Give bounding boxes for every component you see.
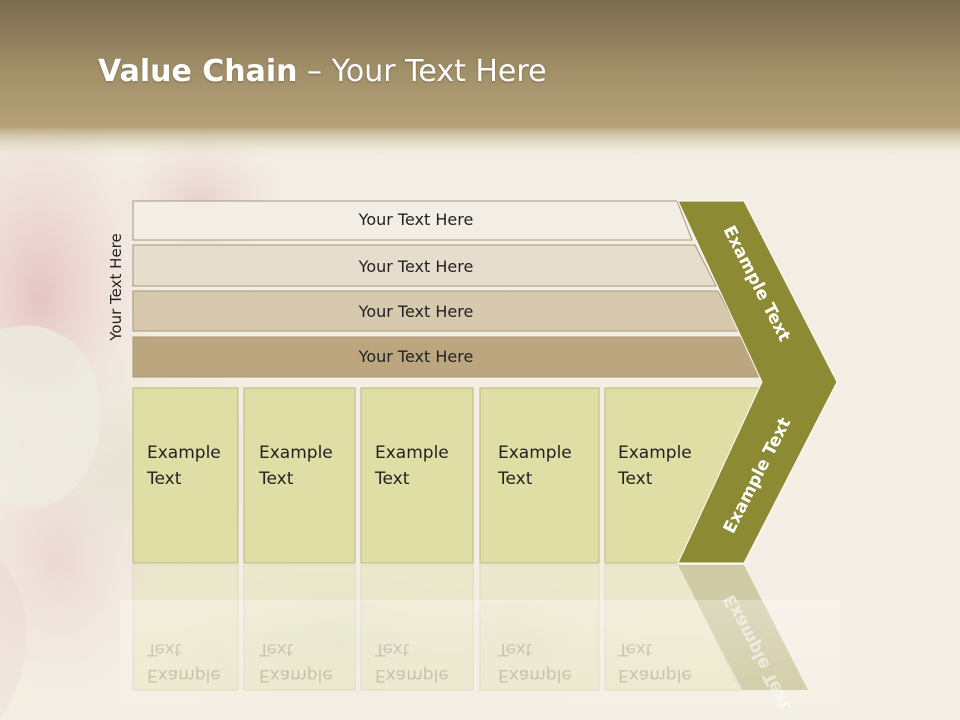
primary-box-3-line1: Example (375, 443, 449, 463)
primary-box-4 (479, 387, 600, 564)
slide-title: Value Chain – Your Text Here (98, 54, 547, 89)
support-row-2-label: Your Text Here (358, 257, 474, 276)
primary-box-2-line1: Example (259, 443, 333, 463)
support-row-1 (132, 200, 693, 241)
primary-box-4-line2: Text (497, 469, 533, 489)
primary-box-4-line1: Example (498, 443, 572, 463)
support-row-4-label: Your Text Here (358, 347, 474, 366)
primary-box-1-line1: Example (147, 443, 221, 463)
chevron-shape (677, 200, 838, 564)
primary-box-2 (243, 387, 356, 564)
support-row-1-label: Your Text Here (358, 210, 474, 229)
title-rest: – Your Text Here (297, 54, 547, 89)
primary-box-2-line2: Text (258, 469, 294, 489)
primary-box-5-line1: Example (618, 443, 692, 463)
primary-box-1-line2: Text (146, 469, 182, 489)
primary-box-3-line2: Text (374, 469, 410, 489)
support-rows: Your Text Here Your Text Here Your Text … (132, 200, 763, 378)
primary-box-1 (132, 387, 239, 564)
primary-boxes: Example Text Example Text Example Text E… (132, 387, 763, 564)
reflection: Example Text Example Text Example Text E… (120, 564, 840, 720)
title-bold: Value Chain (98, 54, 298, 89)
support-row-2 (132, 244, 717, 287)
support-row-3-label: Your Text Here (358, 302, 474, 321)
primary-box-3 (360, 387, 474, 564)
primary-box-5-line2: Text (617, 469, 653, 489)
